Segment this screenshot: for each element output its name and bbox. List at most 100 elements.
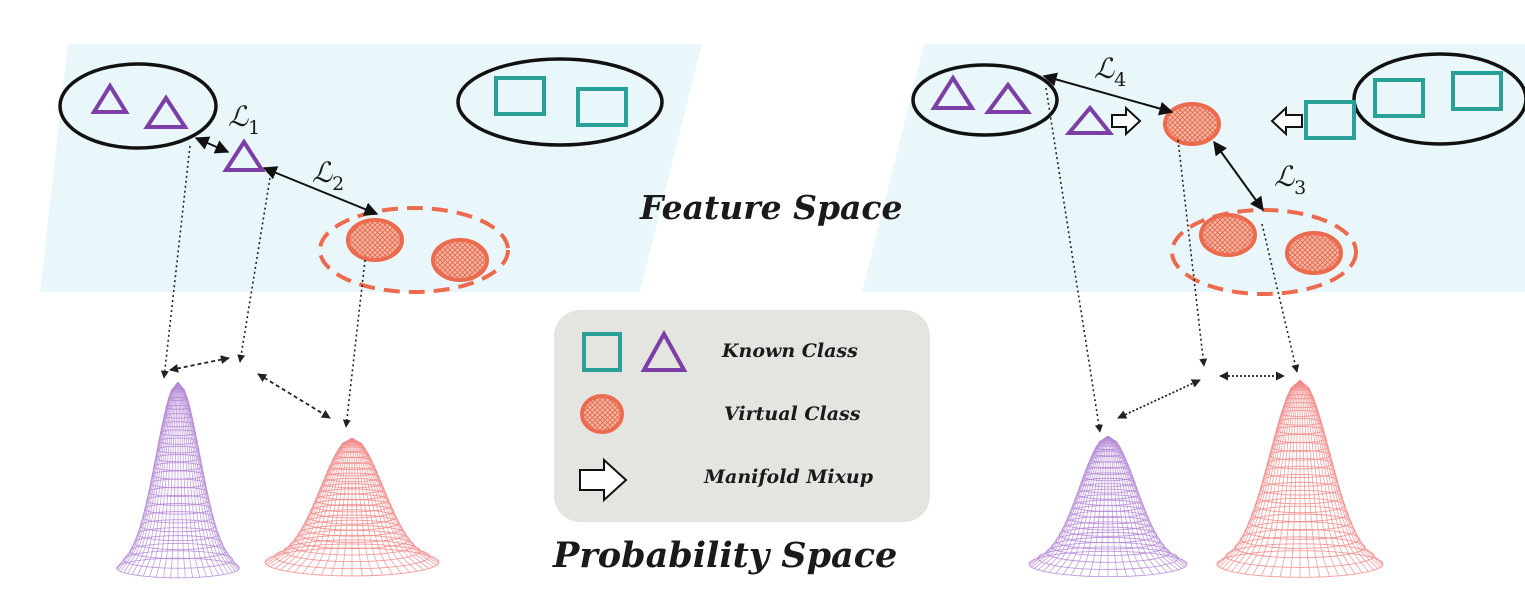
loss-arrow-l2 <box>262 166 379 216</box>
mesh-meridian <box>1231 380 1301 572</box>
purple-distribution <box>1028 435 1188 578</box>
known-class-cluster <box>58 62 218 150</box>
mesh-meridian <box>274 438 353 569</box>
mesh-meridian <box>1299 379 1383 566</box>
triangle-icon <box>930 74 976 110</box>
mesh-meridian <box>1237 380 1301 574</box>
mesh-meridian <box>1299 380 1378 569</box>
mesh-meridian <box>1042 436 1109 572</box>
square-icon <box>576 87 628 127</box>
legend-virtual-class-label: Virtual Class <box>724 403 861 425</box>
mesh-meridian <box>1107 436 1179 571</box>
mesh-meridian <box>1299 380 1369 572</box>
projection-line <box>1261 223 1300 373</box>
mesh-meridian <box>1107 436 1174 572</box>
mesh-meridian <box>177 382 220 576</box>
mesh-meridian <box>177 382 233 573</box>
triangle-icon <box>222 138 266 172</box>
mesh-meridian <box>294 438 353 573</box>
hatched-circle-icon <box>1199 213 1257 257</box>
mesh-meridian <box>351 439 363 576</box>
mesh-meridian <box>1037 436 1109 571</box>
known-class-cluster <box>456 57 664 147</box>
distance-arrow <box>257 373 331 419</box>
known-class-cluster <box>1352 52 1525 146</box>
mesh-meridian <box>177 383 186 578</box>
loss-label-l3: ℒ3 <box>1274 160 1307 199</box>
mesh-meridian <box>1299 380 1348 576</box>
mesh-meridian <box>1252 380 1301 576</box>
loss-arrow-l4 <box>1042 72 1174 116</box>
mesh-meridian <box>120 382 179 572</box>
mesh-meridian <box>1299 381 1311 578</box>
mesh-meridian <box>351 439 374 576</box>
mesh-meridian <box>1107 436 1183 569</box>
mesh-meridian <box>170 383 179 578</box>
mesh-meridian <box>351 439 393 575</box>
mesh-meridian <box>142 383 179 577</box>
purple-distribution <box>116 381 240 579</box>
hollow-arrow-icon <box>1270 105 1303 137</box>
mesh-meridian <box>177 382 229 574</box>
mesh-meridian <box>1299 381 1321 577</box>
mesh-meridian <box>1062 436 1109 575</box>
projection-line <box>237 177 271 363</box>
mesh-meridian <box>351 439 384 576</box>
mesh-meridian <box>177 383 201 578</box>
mesh-meridian <box>1107 436 1161 574</box>
probability-space-title: Probability Space <box>553 535 898 576</box>
mesh-meridian <box>177 382 236 572</box>
mesh-meridian <box>286 438 353 572</box>
mesh-meridian <box>1299 380 1381 568</box>
mesh-meridian <box>127 382 179 574</box>
mesh-meridian <box>177 382 225 575</box>
mesh-meridian <box>1226 380 1301 571</box>
right-feature-plane <box>862 44 1525 292</box>
hatched-circle-icon <box>1285 231 1343 275</box>
mesh-meridian <box>351 438 402 574</box>
feature-space-title: Feature Space <box>640 188 903 227</box>
legend-known-class-label: Known Class <box>722 340 858 362</box>
mesh-meridian <box>1070 437 1109 576</box>
mesh-meridian <box>1098 437 1109 577</box>
mesh-meridian <box>1079 437 1109 576</box>
hollow-arrow-icon <box>579 457 628 503</box>
mesh-meridian <box>1088 437 1109 577</box>
mesh-meridian <box>116 381 179 569</box>
hatched-circle-icon <box>580 394 624 434</box>
mesh-meridian <box>302 438 353 574</box>
mesh-meridian <box>1244 380 1301 575</box>
mesh-meridian <box>1270 381 1301 577</box>
mesh-meridian <box>123 382 179 573</box>
mesh-meridian <box>131 382 179 575</box>
projection-line <box>160 145 191 379</box>
loss-arrow-l3 <box>1213 140 1264 212</box>
mesh-meridian <box>1107 436 1154 575</box>
mesh-meridian <box>1107 437 1146 576</box>
loss-arrow-l1 <box>194 136 230 154</box>
mesh-meridian <box>1299 380 1363 574</box>
square-icon <box>582 332 622 372</box>
mesh-meridian <box>1028 435 1109 565</box>
square-icon <box>494 76 546 116</box>
loss-label-l4: ℒ4 <box>1094 52 1127 91</box>
hatched-circle-icon <box>346 218 404 262</box>
triangle-icon <box>90 82 130 114</box>
virtual-class-cluster <box>1170 208 1358 296</box>
distance-arrow <box>169 355 230 373</box>
mesh-meridian <box>1107 437 1128 577</box>
mesh-meridian <box>1055 436 1109 574</box>
projection-line <box>342 259 366 428</box>
mesh-meridian <box>264 437 353 563</box>
mesh-meridian <box>1107 437 1137 576</box>
red-distribution <box>1216 379 1384 578</box>
square-icon <box>1451 71 1503 111</box>
hatched-circle-icon <box>431 238 489 282</box>
mesh-meridian <box>1107 436 1186 568</box>
mesh-meridian <box>1216 379 1301 565</box>
mesh-meridian <box>155 383 179 578</box>
mesh-meridian <box>177 383 194 578</box>
mesh-meridian <box>330 439 353 576</box>
mesh-meridian <box>162 383 179 578</box>
mesh-meridian <box>351 438 437 566</box>
